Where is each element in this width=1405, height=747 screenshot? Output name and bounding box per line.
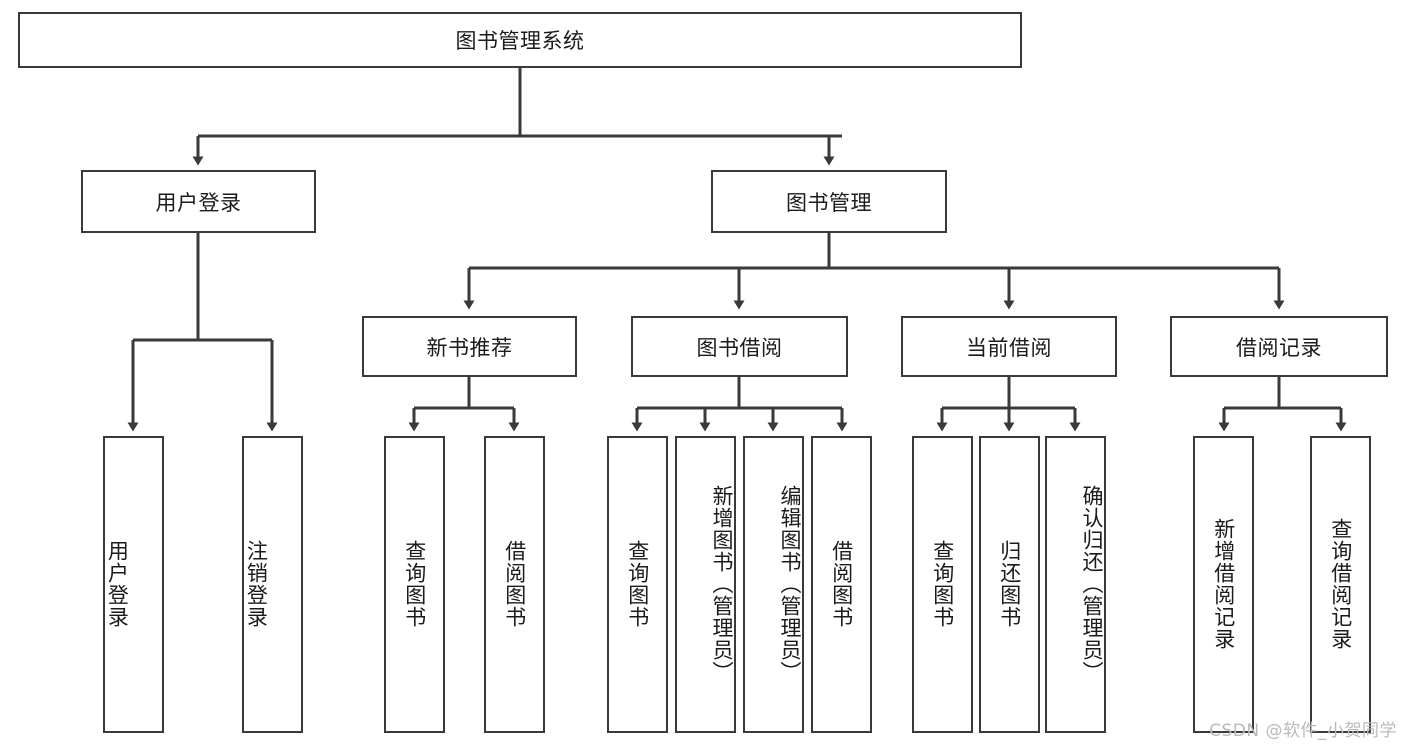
leaf-label: 借阅图书 (829, 539, 854, 628)
leaf-label: 用户登录 (105, 539, 130, 628)
leaf-label: 编辑图书（管理员） (778, 484, 802, 683)
node-current-borrow[interactable]: 当前借阅 (901, 316, 1117, 377)
leaf-borrow-borrow-book[interactable]: 借阅图书 (811, 436, 872, 733)
node-new-book-recommend[interactable]: 新书推荐 (362, 316, 577, 377)
node-root[interactable]: 图书管理系统 (18, 12, 1022, 68)
leaf-current-return-book[interactable]: 归还图书 (979, 436, 1040, 733)
leaf-label: 借阅图书 (502, 539, 527, 628)
leaf-label: 归还图书 (997, 539, 1022, 628)
leaf-label: 查询图书 (625, 539, 650, 628)
leaf-label: 确认归还（管理员） (1080, 484, 1104, 683)
leaf-new-book-query[interactable]: 查询图书 (384, 436, 445, 733)
node-user-login[interactable]: 用户登录 (81, 170, 316, 233)
node-book-management-label: 图书管理 (786, 190, 872, 215)
leaf-label: 新增借阅记录 (1211, 517, 1236, 650)
leaf-borrow-add-book-admin[interactable]: 新增图书（管理员） (675, 436, 736, 733)
leaf-user-login-login[interactable]: 用户登录 (103, 436, 164, 733)
node-book-management[interactable]: 图书管理 (711, 170, 947, 233)
node-user-login-label: 用户登录 (155, 190, 242, 215)
leaf-current-query-book[interactable]: 查询图书 (912, 436, 973, 733)
leaf-borrow-edit-book-admin[interactable]: 编辑图书（管理员） (743, 436, 804, 733)
leaf-record-query[interactable]: 查询借阅记录 (1310, 436, 1371, 733)
node-book-borrow[interactable]: 图书借阅 (631, 316, 848, 377)
leaf-label: 查询借阅记录 (1328, 517, 1353, 650)
node-new-book-recommend-label: 新书推荐 (426, 335, 513, 360)
leaf-label: 新增图书（管理员） (710, 484, 734, 683)
node-book-borrow-label: 图书借阅 (696, 335, 783, 360)
node-root-label: 图书管理系统 (455, 29, 585, 53)
leaf-label: 查询图书 (402, 539, 427, 628)
leaf-new-book-borrow[interactable]: 借阅图书 (484, 436, 545, 733)
node-borrow-record[interactable]: 借阅记录 (1170, 316, 1388, 377)
node-borrow-record-label: 借阅记录 (1236, 335, 1322, 360)
leaf-record-add[interactable]: 新增借阅记录 (1193, 436, 1254, 733)
leaf-user-login-logout[interactable]: 注销登录 (242, 436, 303, 733)
node-current-borrow-label: 当前借阅 (966, 335, 1052, 360)
leaf-borrow-query-book[interactable]: 查询图书 (607, 436, 668, 733)
csdn-watermark: CSDN @软件_小贺同学 (1209, 721, 1397, 741)
leaf-current-confirm-return-admin[interactable]: 确认归还（管理员） (1045, 436, 1106, 733)
leaf-label: 注销登录 (244, 539, 269, 628)
leaf-label: 查询图书 (930, 539, 955, 628)
